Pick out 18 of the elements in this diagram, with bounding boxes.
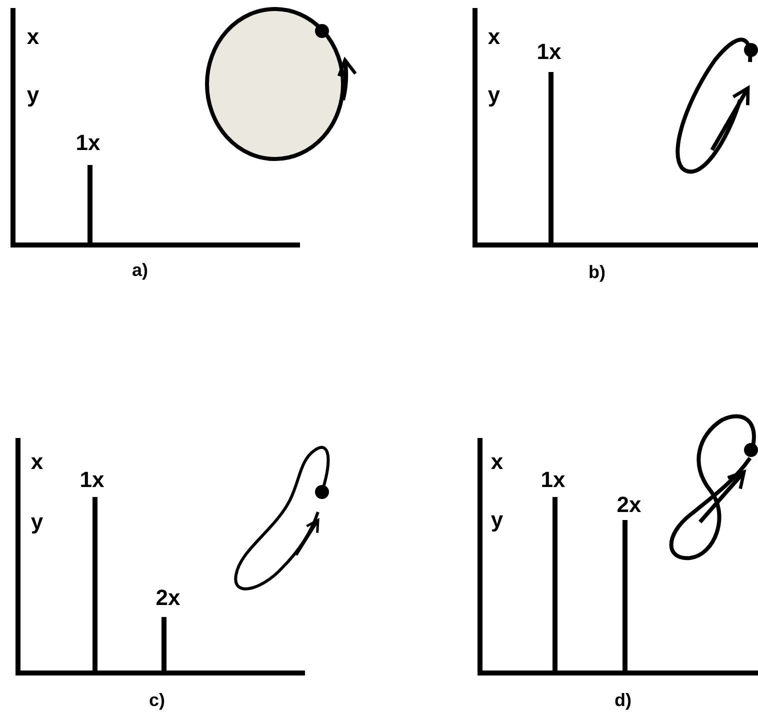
- panel-caption: d): [614, 691, 632, 709]
- axis-label: y: [490, 509, 504, 531]
- panel-caption: a): [132, 261, 148, 279]
- bar-label: 1x: [536, 41, 562, 63]
- axis-label: y: [26, 84, 40, 106]
- bar-label: 2x: [156, 587, 180, 609]
- axis-label: y: [488, 84, 500, 106]
- bar-label: 1x: [80, 469, 104, 491]
- axis-label: x: [490, 451, 504, 473]
- axis-label: x: [488, 26, 500, 48]
- panel-caption: b): [588, 263, 606, 281]
- axis-label: x: [30, 451, 44, 473]
- axis-label: x: [26, 26, 40, 48]
- axis-label: y: [30, 511, 44, 533]
- bar-label: 1x: [76, 132, 100, 154]
- bar-label: 1x: [540, 469, 566, 491]
- bar-label: 2x: [616, 494, 642, 516]
- panel-caption: c): [149, 691, 165, 709]
